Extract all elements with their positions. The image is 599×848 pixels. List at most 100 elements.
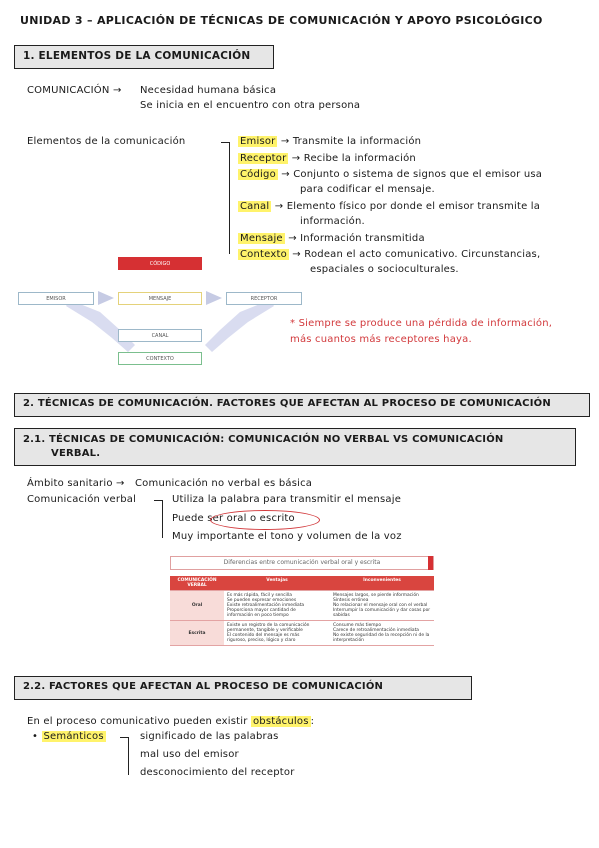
ambito-text: Comunicación no verbal es básica	[135, 478, 313, 489]
element-receptor: Receptor → Recibe la información	[238, 153, 416, 164]
diagram-mensaje: MENSAJE	[118, 292, 202, 305]
diagram-codigo: CÓDIGO	[118, 257, 202, 270]
table-cell-ventajas: Existe un registro de la comunicación pe…	[224, 620, 330, 646]
table-title-accent	[428, 556, 433, 570]
term-canal: Canal	[238, 201, 272, 212]
comunicacion-line-2: Se inicia en el encuentro con otra perso…	[140, 100, 361, 111]
obstaculos-intro: En el proceso comunicativo pueden existi…	[27, 716, 314, 727]
intro-highlight: obstáculos	[250, 716, 311, 727]
table-cell-cat: Oral	[170, 590, 224, 621]
diagram-canal: CANAL	[118, 329, 202, 342]
table-header-row: COMUNICACIÓN VERBAL Ventajas Inconvenien…	[170, 576, 434, 591]
cell-line: El contenido del mensaje es más	[227, 633, 300, 638]
def-receptor: → Recibe la información	[291, 153, 416, 164]
cell-line: Mensajes largos, se pierde información	[333, 593, 419, 598]
table-cell-inconvenientes: Consume más tiempo Carece de retroalimen…	[330, 620, 434, 646]
cell-line: Es más rápida, fácil y sencilla	[227, 593, 292, 598]
diagram-contexto: CONTEXTO	[118, 352, 202, 365]
table-header-inconvenientes: Inconvenientes	[330, 576, 434, 591]
table-row: Oral Es más rápida, fácil y sencilla Se …	[170, 590, 434, 621]
verbal-item-1: Utiliza la palabra para transmitir el me…	[172, 494, 402, 505]
section-22-heading: 2.2. FACTORES QUE AFECTAN AL PROCESO DE …	[14, 676, 472, 700]
cell-line: Existe un registro de la comunicación	[227, 623, 310, 628]
verbal-bracket-tick	[154, 500, 162, 501]
note-line-1: * Siempre se produce una pérdida de info…	[290, 318, 553, 329]
table-header-cat: COMUNICACIÓN VERBAL	[170, 576, 224, 591]
bullet-term: Semánticos	[41, 731, 106, 742]
diagram-receptor: RECEPTOR	[226, 292, 302, 305]
table-cell-cat: Escrita	[170, 620, 224, 646]
comparison-table: COMUNICACIÓN VERBAL Ventajas Inconvenien…	[170, 576, 434, 646]
section-2-heading: 2. TÉCNICAS DE COMUNICACIÓN. FACTORES QU…	[14, 393, 590, 417]
term-receptor: Receptor	[238, 153, 289, 164]
semanticos-bracket	[128, 737, 129, 775]
cell-line: riguroso, preciso, lógico y claro	[227, 638, 296, 643]
cell-line: No relacionar el mensaje oral con el ver…	[333, 603, 428, 608]
term-codigo: Código	[238, 169, 278, 180]
table-title: Diferencias entre comunicación verbal or…	[170, 556, 434, 570]
element-contexto: Contexto → Rodean el acto comunicativo. …	[238, 249, 540, 260]
arrow-diagonal-left	[66, 300, 135, 352]
section-21-heading-line-1: 2.1. TÉCNICAS DE COMUNICACIÓN: COMUNICAC…	[23, 434, 504, 445]
def-contexto-2: espaciales o socioculturales.	[310, 264, 459, 275]
verbal-label: Comunicación verbal	[27, 494, 137, 505]
table-cell-inconvenientes: Mensajes largos, se pierde información S…	[330, 590, 434, 621]
section-21-heading-line-2: VERBAL.	[51, 448, 101, 459]
def-canal-2: información.	[300, 216, 365, 227]
intro-pre: En el proceso comunicativo pueden existi…	[27, 716, 248, 727]
cell-line: sabidas	[333, 613, 350, 618]
element-emisor: Emisor → Transmite la información	[238, 136, 421, 147]
intro-post: :	[310, 716, 315, 727]
element-canal: Canal → Elemento físico por donde el emi…	[238, 201, 540, 212]
table-row: Escrita Existe un registro de la comunic…	[170, 620, 434, 646]
semanticos-item-2: mal uso del emisor	[140, 749, 239, 760]
note-line-2: más cuantos más receptores haya.	[290, 334, 472, 345]
element-codigo: Código → Conjunto o sistema de signos qu…	[238, 169, 542, 180]
arrow-right-2	[206, 291, 222, 305]
ambito-label: Ámbito sanitario →	[27, 478, 125, 489]
def-emisor: → Transmite la información	[280, 136, 422, 147]
cell-line: permanente, tangible y verificable	[227, 628, 303, 633]
page-title: UNIDAD 3 – APLICACIÓN DE TÉCNICAS DE COM…	[20, 14, 543, 27]
diagram-emisor: EMISOR	[18, 292, 94, 305]
arrow-right-1	[98, 291, 114, 305]
cell-line: Síntesis errónea	[333, 598, 369, 603]
comunicacion-label: COMUNICACIÓN →	[27, 85, 122, 96]
term-emisor: Emisor	[238, 136, 278, 147]
cell-line: No existe seguridad de la recepción ni d…	[333, 633, 430, 638]
section-1-heading: 1. ELEMENTOS DE LA COMUNICACIÓN	[14, 45, 274, 69]
semanticos-item-1: significado de las palabras	[140, 731, 279, 742]
semanticos-bracket-tick	[120, 737, 128, 738]
def-codigo: → Conjunto o sistema de signos que el em…	[281, 169, 543, 180]
elements-bracket	[229, 142, 230, 254]
def-contexto: → Rodean el acto comunicativo. Circunsta…	[292, 249, 541, 260]
cell-line: Interrumpir la comunicación y dar cosas …	[333, 608, 431, 613]
verbal-bracket	[162, 500, 163, 538]
elementos-label: Elementos de la comunicación	[27, 136, 186, 147]
arrow-diagonal-right	[205, 300, 274, 352]
comunicacion-line-1: Necesidad humana básica	[140, 85, 277, 96]
table-header-ventajas: Ventajas	[224, 576, 330, 591]
cell-line: Consume más tiempo	[333, 623, 382, 628]
cell-line: información en poco tiempo	[227, 613, 289, 618]
verbal-item-3: Muy importante el tono y volumen de la v…	[172, 531, 402, 542]
term-contexto: Contexto	[238, 249, 289, 260]
cell-line: Proporciona mayor cantidad de	[227, 608, 296, 613]
bullet-dot-icon: •	[32, 731, 39, 742]
bracket-tick	[221, 142, 229, 143]
element-mensaje: Mensaje → Información transmitida	[238, 233, 425, 244]
cell-line: Se pueden expresar emociones	[227, 598, 297, 603]
cell-line: Carece de retroalimentación inmediata	[333, 628, 419, 633]
cell-line: Existe retroalimentación inmediata	[227, 603, 305, 608]
def-codigo-2: para codificar el mensaje.	[300, 184, 435, 195]
def-canal: → Elemento físico por donde el emisor tr…	[274, 201, 541, 212]
bullet-semanticos: • Semánticos	[32, 731, 106, 742]
cell-line: interpretación	[333, 638, 364, 643]
section-21-heading: 2.1. TÉCNICAS DE COMUNICACIÓN: COMUNICAC…	[14, 428, 576, 466]
semanticos-item-3: desconocimiento del receptor	[140, 767, 295, 778]
red-circle-mark	[210, 510, 320, 530]
table-cell-ventajas: Es más rápida, fácil y sencilla Se puede…	[224, 590, 330, 621]
def-mensaje: → Información transmitida	[288, 233, 425, 244]
term-mensaje: Mensaje	[238, 233, 285, 244]
